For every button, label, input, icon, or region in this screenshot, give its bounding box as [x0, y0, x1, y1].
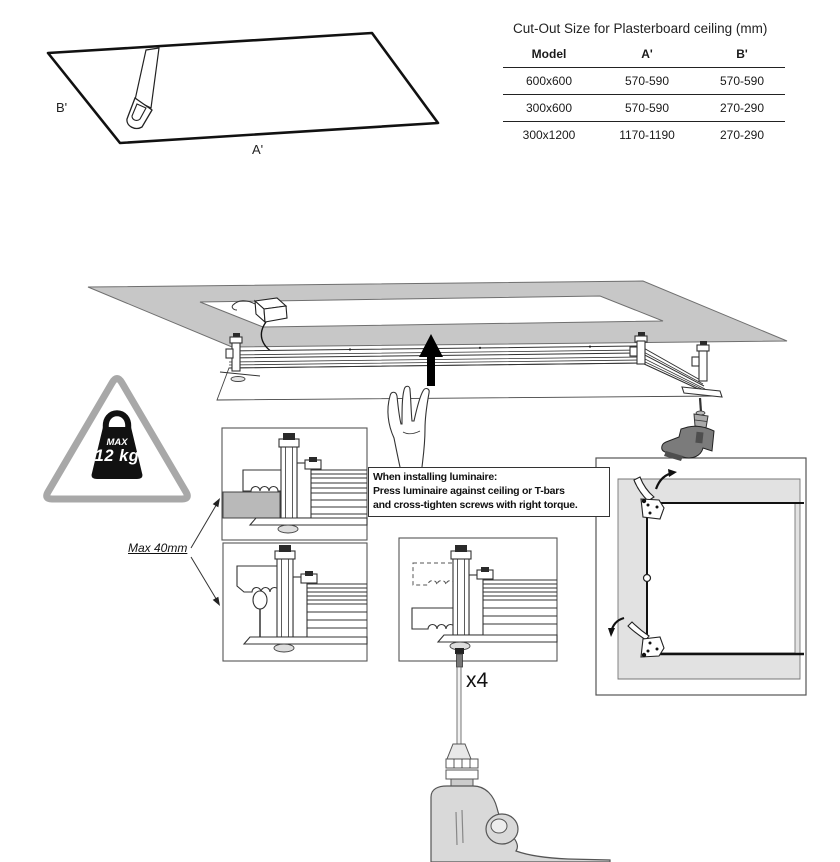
- cell-b: 270-290: [699, 94, 785, 122]
- hinge-point: [642, 573, 652, 583]
- cable-pigtail: [231, 300, 256, 311]
- driver-box-icon: [253, 297, 288, 324]
- cutout-panel-diagram: [46, 31, 440, 145]
- luminaire-rails: [311, 469, 367, 515]
- screw-icon: [455, 648, 464, 746]
- note-line-2: Press luminaire against ceiling or T-bar…: [373, 484, 565, 497]
- cutout-size-table: Cut-Out Size for Plasterboard ceiling (m…: [503, 21, 785, 148]
- max40-leader-lines: [190, 498, 220, 606]
- cell-model: 600x600: [503, 67, 595, 95]
- table-title: Cut-Out Size for Plasterboard ceiling (m…: [513, 21, 768, 36]
- table-row: 300x1200 1170-1190 270-290: [503, 122, 785, 149]
- table-header-row: Model A' B': [503, 43, 785, 68]
- cell-a: 1170-1190: [619, 128, 675, 142]
- note-line-1: When installing luminaire:: [373, 471, 498, 483]
- dimension-label-a: A': [252, 142, 264, 157]
- table-row: 300x600 570-590 270-290: [503, 94, 785, 122]
- detail-tbar-clamp: [222, 542, 368, 662]
- right-clamp-bracket: [629, 332, 648, 365]
- weight-icon: [91, 410, 143, 479]
- dimension-label-b: B': [56, 100, 68, 115]
- cell-model: 300x600: [503, 94, 595, 122]
- frame-swing-arm-diagram: [595, 457, 807, 696]
- max-thickness-label: Max 40mm: [128, 541, 188, 555]
- luminaire-rails: [483, 579, 557, 625]
- cell-a: 570-590: [595, 94, 699, 122]
- cell-b: 270-290: [719, 128, 765, 142]
- luminaire-rails: [307, 583, 367, 629]
- detail-clamp-positions: [398, 537, 558, 662]
- saw-icon: [126, 47, 160, 130]
- note-line-3: and cross-tighten screws with right torq…: [373, 498, 578, 511]
- tbar-profile: [252, 590, 268, 610]
- ceiling-installation-illustration: [87, 280, 788, 468]
- weight-limit-value: 12 kg: [94, 447, 140, 465]
- cell-a: 570-590: [595, 67, 699, 95]
- col-model: Model: [503, 43, 595, 68]
- bottom-swing-arm: [608, 616, 665, 658]
- screw-count-label: x4: [466, 669, 489, 692]
- plasterboard-slab: [222, 491, 281, 519]
- detail-plasterboard-clamp: [221, 427, 368, 541]
- installation-note: When installing luminaire: Press luminai…: [368, 467, 610, 517]
- ceiling-cutout-hole: [199, 295, 664, 328]
- hand-icon: [387, 385, 430, 468]
- left-clamp-bracket: [219, 333, 261, 382]
- col-a: A': [595, 43, 699, 68]
- col-b: B': [699, 43, 785, 68]
- drill-icon: [430, 743, 611, 862]
- table-row: 600x600 570-590 570-590: [503, 67, 785, 95]
- top-swing-arm: [633, 469, 677, 520]
- up-arrow-icon: [419, 334, 443, 386]
- drill-icon: [661, 397, 715, 461]
- corner-bracket: [681, 341, 723, 398]
- weight-limit-max: MAX: [106, 437, 128, 448]
- cell-b: 570-590: [699, 67, 785, 95]
- cell-model: 300x1200: [522, 128, 576, 142]
- weight-warning-sign: [43, 375, 191, 503]
